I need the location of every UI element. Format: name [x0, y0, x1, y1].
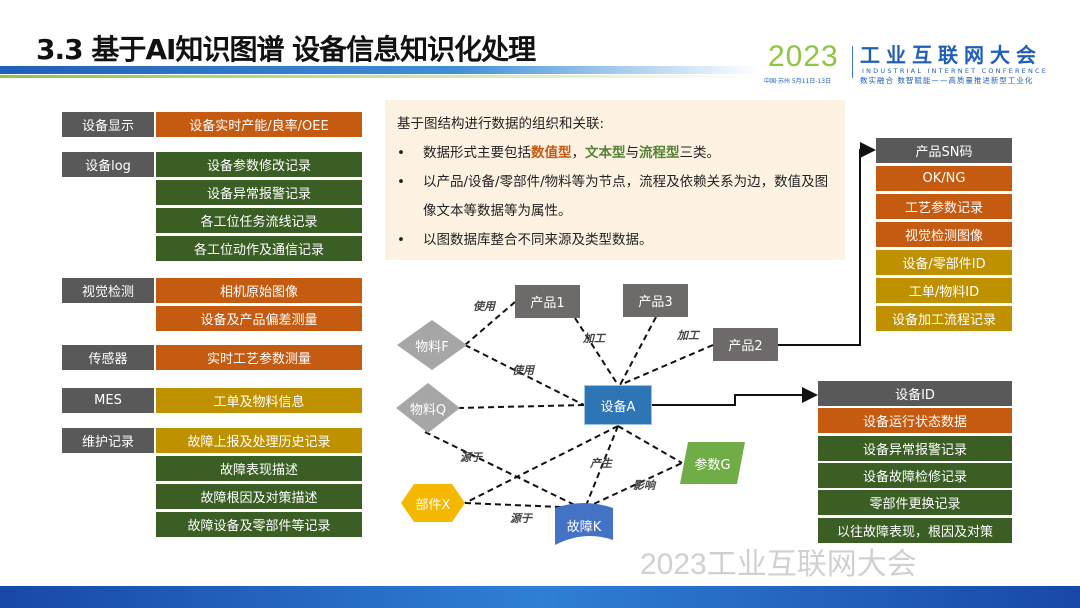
node-material-q: 物料Q: [409, 402, 447, 418]
edge-f-a: [464, 344, 585, 406]
edge-p3-a: [619, 316, 657, 386]
source-label: 传感器: [62, 345, 154, 370]
edge-label-process: 加工: [583, 332, 605, 345]
source-item: 故障表现描述: [156, 456, 362, 481]
edge-label-influence: 影响: [633, 479, 655, 492]
bullet: •: [397, 174, 405, 190]
logo-year: 2023: [768, 40, 839, 73]
logo-slogan: 数实融合 数智赋能——高质量推进新型工业化: [860, 76, 1034, 85]
node-product-3: 产品3: [623, 284, 688, 317]
node-fault-k: 故障K: [566, 519, 602, 535]
connector-equipment: [652, 387, 818, 406]
edge-q-a: [457, 404, 585, 409]
bullet-1: •数据形式主要包括数值型，文本型与流程型三类。: [397, 139, 833, 168]
source-label: MES: [62, 388, 154, 413]
source-label: 维护记录: [62, 428, 154, 453]
node-x-shape: [401, 484, 465, 522]
source-item: 故障设备及零部件等记录: [156, 512, 362, 537]
node-param-g: 参数G: [694, 457, 731, 473]
product-field: 工单/物料ID: [876, 278, 1012, 303]
description-box: 基于图结构进行数据的组织和关联: •数据形式主要包括数值型，文本型与流程型三类。…: [385, 100, 845, 260]
edge-p1-a: [574, 317, 619, 386]
source-item: 设备异常报警记录: [156, 180, 362, 205]
source-item: 实时工艺参数测量: [156, 345, 362, 370]
edge-label-process: 加工: [677, 329, 699, 342]
bullet: •: [397, 232, 405, 248]
description-heading: 基于图结构进行数据的组织和关联:: [397, 116, 605, 132]
equipment-field: 设备故障检修记录: [818, 462, 1012, 488]
source-item: 各工位动作及通信记录: [156, 236, 362, 261]
product-field: 设备加工流程记录: [876, 306, 1012, 331]
bullet-3: •以图数据库整合不同来源及类型数据。: [397, 226, 833, 255]
equipment-field: 设备异常报警记录: [818, 435, 1012, 461]
edge-label-use: 使用: [473, 300, 495, 313]
node-f-shape: [397, 320, 467, 370]
source-label: 视觉检测: [62, 278, 154, 303]
edge-a-k: [584, 425, 619, 509]
edge-label-source: 源于: [510, 512, 532, 525]
logo-date: 中国·苏州 5月11日-13日: [764, 78, 832, 85]
title-bar-green: [0, 75, 760, 78]
connector-product: [778, 142, 876, 346]
edge-label-source: 源于: [460, 451, 482, 464]
footer-skyline-band: [0, 586, 1080, 608]
page-title: 3.3 基于AI知识图谱 设备信息知识化处理: [36, 33, 536, 66]
source-item: 设备实时产能/良率/OEE: [156, 112, 362, 137]
node-q-shape: [396, 383, 460, 433]
source-item: 故障根因及对策描述: [156, 484, 362, 509]
source-label: 设备显示: [62, 112, 154, 137]
bullet: •: [397, 145, 405, 161]
node-material-f: 物料F: [415, 339, 449, 355]
source-item: 设备及产品偏差测量: [156, 306, 362, 331]
edge-a-g: [617, 425, 683, 464]
equipment-field: 设备运行状态数据: [818, 408, 1012, 434]
edge-f-p1: [464, 301, 516, 346]
source-label: 设备log: [62, 152, 154, 177]
logo-divider: [852, 46, 853, 78]
edge-label-use: 使用: [512, 364, 534, 377]
node-product-1: 产品1: [515, 285, 580, 318]
equipment-field: 零部件更换记录: [818, 490, 1012, 516]
product-field: 工艺参数记录: [876, 194, 1012, 219]
source-item: 各工位任务流线记录: [156, 208, 362, 233]
product-field: OK/NG: [876, 166, 1012, 191]
product-field: 视觉检测图像: [876, 222, 1012, 247]
product-field: 产品SN码: [876, 138, 1012, 163]
source-item: 设备参数修改记录: [156, 152, 362, 177]
source-item: 工单及物料信息: [156, 388, 362, 413]
equipment-field: 以往故障表现，根因及对策: [818, 517, 1012, 543]
node-g-shape: [680, 442, 745, 484]
node-part-x: 部件X: [415, 497, 451, 513]
node-product-2: 产品2: [713, 328, 778, 361]
logo-name: 工业互联网大会: [860, 43, 1042, 67]
bullet-2: •以产品/设备/零部件/物料等为节点，流程及依赖关系为边，数值及图像文本等数据等…: [397, 168, 833, 226]
node-k-shape: [555, 503, 613, 545]
edge-a-x: [464, 425, 619, 504]
title-bar-blue: [0, 66, 760, 74]
logo-en: INDUSTRIAL INTERNET CONFERENCE: [862, 67, 1049, 75]
product-field: 设备/零部件ID: [876, 250, 1012, 275]
equipment-field: 设备ID: [818, 381, 1012, 406]
source-item: 故障上报及处理历史记录: [156, 428, 362, 453]
watermark: 2023工业互联网大会: [640, 548, 917, 581]
edge-label-produce: 产生: [590, 457, 612, 470]
source-item: 相机原始图像: [156, 278, 362, 303]
edge-k-g: [584, 462, 683, 509]
edge-p2-a: [619, 344, 714, 386]
node-equipment-a: 设备A: [584, 385, 652, 425]
